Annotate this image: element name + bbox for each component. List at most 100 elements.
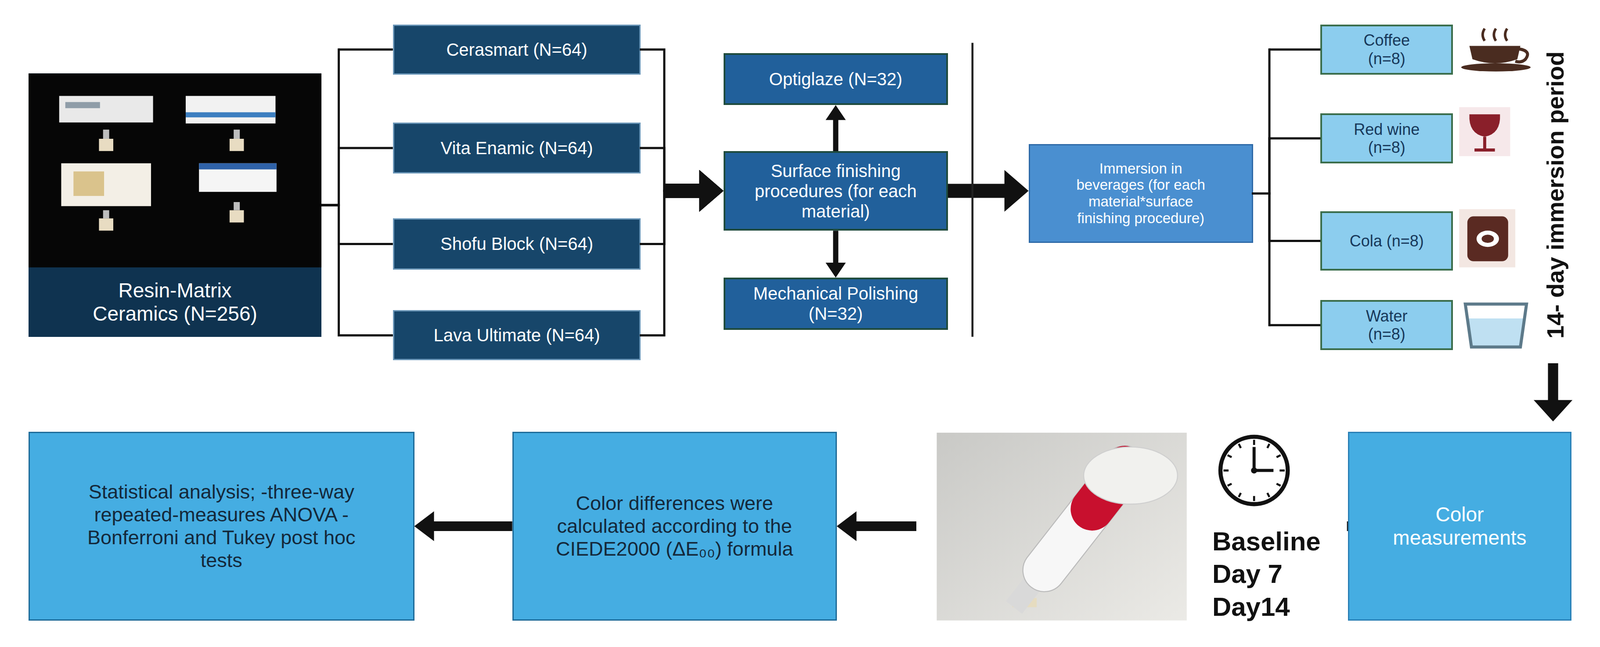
connector-line xyxy=(640,49,664,191)
process-box: Mechanical Polishing (N=32) xyxy=(723,277,948,330)
material-block xyxy=(229,138,245,152)
flow-connector xyxy=(1253,193,1321,325)
box-label: Statistical analysis; -three-way repeate… xyxy=(76,480,367,572)
arrow-head xyxy=(1533,400,1573,422)
connector-line xyxy=(1269,239,1321,242)
connector-line xyxy=(321,205,339,244)
connector-line xyxy=(1269,136,1321,140)
connector-line xyxy=(432,521,513,531)
process-box: Surface finishing procedures (for each m… xyxy=(723,151,948,231)
process-box: Water (n=8) xyxy=(1320,299,1453,350)
device-photo xyxy=(936,432,1187,620)
divider-line xyxy=(971,43,974,337)
block-holder xyxy=(233,201,240,211)
material-block xyxy=(229,210,245,223)
process-box: Vita Enamic (N=64) xyxy=(392,122,642,174)
process-box: Color differences were calculated accord… xyxy=(512,431,837,621)
box-label: Shofu Block (N=64) xyxy=(440,233,594,254)
arrow-head xyxy=(1004,169,1029,212)
flow-connector xyxy=(321,147,393,206)
arrow-shaft xyxy=(1547,363,1558,402)
process-box: Lava Ultimate (N=64) xyxy=(392,309,642,361)
block-holder xyxy=(233,129,240,139)
box-label: Cola (n=8) xyxy=(1349,231,1424,250)
flow-connector xyxy=(321,205,393,244)
material-block xyxy=(98,138,114,152)
icon-background xyxy=(1459,107,1510,157)
package-detail xyxy=(65,101,101,109)
flow-connector xyxy=(1253,193,1321,241)
material-package xyxy=(198,163,277,192)
box-label: Water (n=8) xyxy=(1347,306,1427,344)
box-label: Color differences were calculated accord… xyxy=(551,491,798,560)
arrow-head xyxy=(699,169,724,212)
clock-hand xyxy=(1252,446,1256,471)
process-box: Cerasmart (N=64) xyxy=(392,24,642,75)
flow-connector xyxy=(640,147,724,212)
flow-connector xyxy=(414,511,513,541)
material-package xyxy=(61,163,152,207)
can-label xyxy=(1476,230,1500,247)
cup-saucer xyxy=(1461,63,1531,72)
connector-line xyxy=(640,147,664,191)
coffee-steam xyxy=(1482,28,1508,41)
block-holder xyxy=(103,129,110,139)
gloved-hand xyxy=(1083,446,1178,505)
material-package xyxy=(185,95,276,124)
flow-connector xyxy=(640,169,724,244)
process-box: Optiglaze (N=32) xyxy=(723,53,948,106)
connector-line xyxy=(664,183,702,199)
connector-line xyxy=(640,190,664,245)
process-box: Cola (n=8) xyxy=(1320,211,1453,271)
connector-line xyxy=(338,242,393,246)
water-level xyxy=(1468,318,1524,347)
connector-line xyxy=(338,146,393,149)
connector-line xyxy=(321,49,339,206)
connector-line xyxy=(338,48,393,51)
period-label: 14- day immersion period xyxy=(1539,19,1571,371)
icon-background xyxy=(1459,209,1516,267)
connector-line xyxy=(321,205,339,336)
arrow-head xyxy=(699,169,724,212)
cola-can xyxy=(1467,216,1509,262)
connector-line xyxy=(947,183,1007,199)
box-label: Vita Enamic (N=64) xyxy=(440,137,593,159)
flow-connector xyxy=(640,49,724,212)
clock-ticks xyxy=(1223,439,1285,501)
box-label: Resin-Matrix Ceramics (N=256) xyxy=(78,278,272,326)
flow-connector xyxy=(321,49,393,206)
flow-connector xyxy=(321,205,393,336)
timepoint-label: Day 7 xyxy=(1212,558,1283,590)
material-block xyxy=(98,218,114,231)
wine-stem xyxy=(1483,136,1487,149)
connector-line xyxy=(1269,48,1321,51)
box-label: Lava Ultimate (N=64) xyxy=(433,324,601,346)
connector-line xyxy=(664,183,702,199)
flow-connector xyxy=(1253,49,1321,194)
box-label: Color measurements xyxy=(1367,502,1552,550)
wine-glass xyxy=(1469,114,1500,137)
water-glass xyxy=(1465,303,1527,347)
connector-line xyxy=(321,147,339,206)
timepoint-label: Day14 xyxy=(1212,590,1291,623)
connector-line xyxy=(664,183,702,199)
package-detail xyxy=(73,171,105,196)
arrow-head xyxy=(825,262,846,278)
flow-connector xyxy=(947,169,1029,212)
connector-line xyxy=(1253,138,1270,194)
connector-line xyxy=(832,118,839,152)
arrow-head xyxy=(699,169,724,212)
process-box: Color measurements xyxy=(1347,431,1572,621)
flow-connector xyxy=(825,230,846,278)
clock-center xyxy=(1250,467,1258,474)
arrow-head xyxy=(825,104,846,120)
clock-face xyxy=(1220,436,1288,504)
box-label: Coffee (n=8) xyxy=(1347,31,1427,68)
process-box: Immersion in beverages (for each materia… xyxy=(1028,144,1254,243)
process-box: Shofu Block (N=64) xyxy=(392,218,642,270)
wine-base xyxy=(1474,148,1495,152)
package-stripe xyxy=(198,163,277,170)
block-holder xyxy=(103,210,110,219)
connector-line xyxy=(664,183,702,199)
